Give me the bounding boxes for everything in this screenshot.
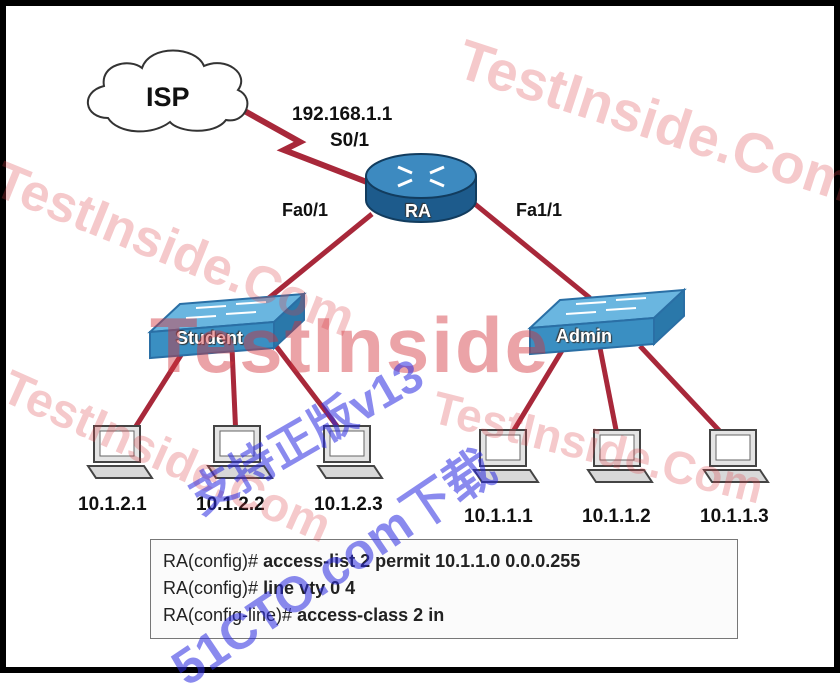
config-prompt: RA(config-line)# [163, 605, 293, 625]
link-admin-h4 [505, 342, 569, 442]
port-fa11-label: Fa1/1 [516, 200, 563, 220]
config-prompt: RA(config)# [163, 551, 259, 571]
host-ip-label: 10.1.1.3 [700, 506, 769, 527]
config-prompt: RA(config)# [163, 578, 259, 598]
config-box: RA(config)# access-list 2 permit 10.1.1.… [150, 539, 738, 639]
pc-icons [86, 425, 770, 483]
link-student-h2 [229, 347, 239, 439]
router-icon [365, 153, 477, 223]
link-student-h3 [274, 344, 348, 440]
pc-icon [586, 429, 654, 483]
switch-admin-label: Admin [556, 326, 612, 346]
switch-icon [527, 287, 687, 356]
port-fa01-label: Fa0/1 [282, 200, 329, 220]
pc-icon [472, 429, 540, 483]
config-command: access-list 2 permit 10.1.1.0 0.0.0.255 [263, 551, 581, 571]
pc-icon [86, 425, 154, 479]
switch-icon [147, 291, 307, 360]
config-command: access-class 2 in [297, 605, 445, 625]
host-ip-label: 10.1.1.2 [582, 506, 651, 527]
cloud-icon [86, 49, 249, 133]
config-line: RA(config)# line vty 0 4 [163, 575, 725, 602]
serial-ip-label: 192.168.1.1 [292, 104, 393, 125]
isp-label: ISP [146, 82, 190, 112]
host-ip-label: 10.1.2.2 [196, 494, 265, 515]
router-name-label: RA [405, 201, 431, 221]
switch-student-label: Student [176, 328, 243, 348]
host-ip-label: 10.1.2.1 [78, 494, 147, 515]
link-admin-h6 [638, 344, 730, 442]
pc-icon [316, 425, 384, 479]
config-command: line vty 0 4 [263, 578, 356, 598]
link-ra-admin [468, 198, 592, 300]
topology-canvas [0, 0, 840, 673]
config-line: RA(config)# access-list 2 permit 10.1.1.… [163, 548, 725, 575]
serial-link [230, 101, 374, 187]
pc-icon [206, 425, 274, 479]
serial-port-label: S0/1 [330, 130, 370, 151]
link-admin-h5 [597, 347, 621, 441]
host-ip-label: 10.1.2.3 [314, 494, 383, 515]
host-ip-label: 10.1.1.1 [464, 506, 533, 527]
pc-icon [702, 429, 770, 483]
diagram-frame [0, 0, 840, 673]
config-line: RA(config-line)# access-class 2 in [163, 602, 725, 629]
link-ra-student [262, 212, 374, 304]
